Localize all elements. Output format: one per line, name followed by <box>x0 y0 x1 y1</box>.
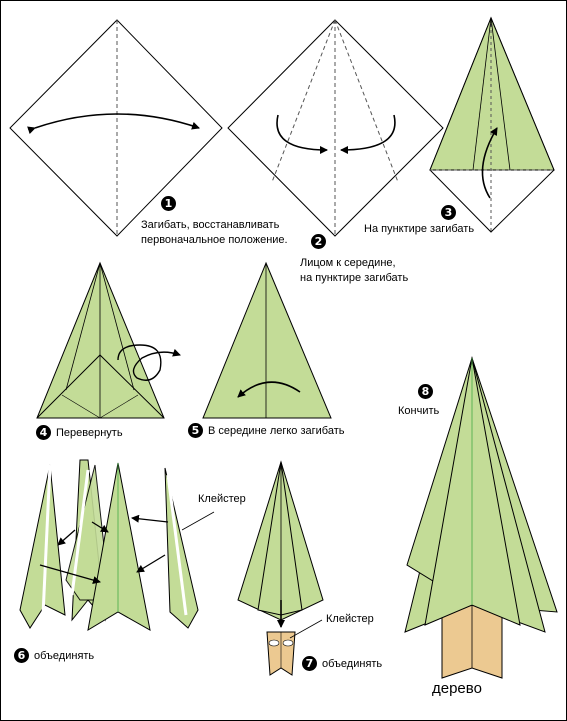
step-6-glue-label: Клейстер <box>198 493 246 505</box>
step3-kite <box>429 16 555 233</box>
step-8-label: Кончить <box>398 405 440 417</box>
step-3-label: На пунктире загибать <box>364 223 475 235</box>
step7-assembled-tree <box>237 460 324 676</box>
step-5-number: 5 <box>188 423 203 438</box>
step-1-label-line2: первоначальное положение. <box>141 234 288 246</box>
step-2-number: 2 <box>311 234 326 249</box>
step2-square <box>227 19 444 237</box>
step-5-label: В середине легко загибать <box>208 425 345 437</box>
step-4-label: Перевернуть <box>56 427 123 439</box>
step-8-number: 8 <box>418 384 433 399</box>
step1-square <box>9 19 223 237</box>
step-7-label: объединять <box>322 658 383 670</box>
step-7-number: 7 <box>302 656 317 671</box>
step5-triangle <box>202 261 332 419</box>
step-1-label-line1: Загибать, восстанавливать <box>141 219 280 231</box>
step-6-number: 6 <box>14 648 29 663</box>
step-3-number: 3 <box>441 205 456 220</box>
step8-final-tree <box>404 356 558 679</box>
step-4-number: 4 <box>36 425 51 440</box>
step-2-label-line1: Лицом к середине, <box>300 257 396 269</box>
result-caption: дерево <box>432 680 482 697</box>
step-7-glue-label: Клейстер <box>326 613 374 625</box>
step6-pieces <box>19 459 215 631</box>
step-1-number: 1 <box>161 196 176 211</box>
step4-triangle <box>36 261 181 419</box>
step-6-label: объединять <box>34 650 95 662</box>
step-2-label-line2: на пунктире загибать <box>300 272 409 284</box>
